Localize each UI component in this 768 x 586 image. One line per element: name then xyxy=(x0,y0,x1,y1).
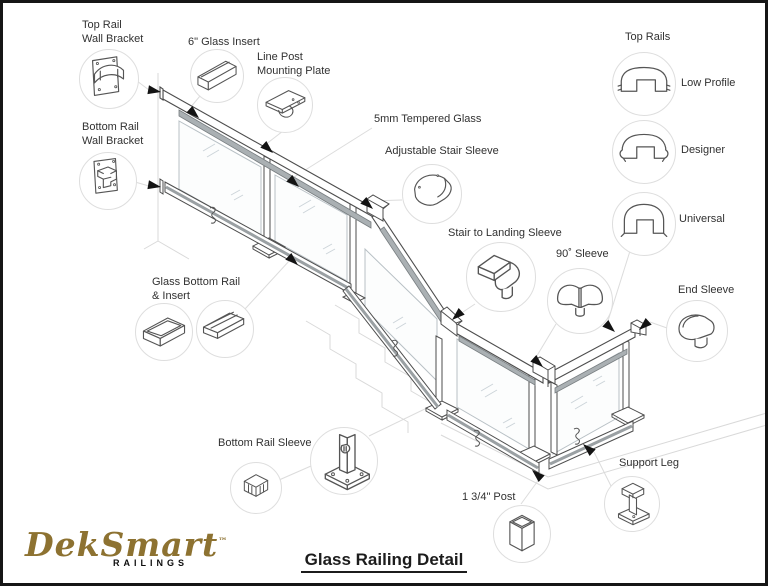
callout-circle-stair-to-landing-sleeve xyxy=(466,242,536,312)
callout-circle-adjustable-stair-sleeve xyxy=(402,164,462,224)
callout-circle-top-rail-low-profile xyxy=(612,52,676,116)
callout-circle-post-base xyxy=(310,427,378,495)
callout-circle-glass-bottom-rail-insert xyxy=(196,300,254,358)
top-rail-designer-thumbnail xyxy=(619,133,669,162)
adjustable-stair-sleeve-thumbnail xyxy=(414,174,452,206)
label-top-rail-designer: Designer xyxy=(681,144,726,156)
label-line-post-mounting-plate: Line Post Mounting Plate xyxy=(257,51,331,77)
label-top-rails-header: Top Rails xyxy=(625,31,671,43)
glass-panels xyxy=(178,120,620,455)
end-sleeve-thumbnail xyxy=(678,314,715,349)
line-post-mounting-plate-thumbnail xyxy=(265,90,306,118)
callout-arrows xyxy=(147,85,652,483)
label-1-3-4-post: 1 3/4" Post xyxy=(462,491,516,503)
1-3-4-post-thumbnail xyxy=(509,514,535,552)
top-rail-wall-bracket-thumbnail xyxy=(91,56,125,97)
callout-circle-line-post-mounting-plate xyxy=(257,77,313,133)
callout-circle-90-sleeve xyxy=(547,268,613,334)
callout-circle-1-3-4-post xyxy=(493,505,551,563)
post-base-thumbnail xyxy=(324,433,370,491)
label-bottom-rail-wall-bracket: Bottom Rail Wall Bracket xyxy=(82,121,144,147)
label-end-sleeve: End Sleeve xyxy=(678,284,735,296)
callout-circle-glass-insert xyxy=(190,49,244,103)
stair-to-landing-sleeve-thumbnail xyxy=(477,254,520,300)
bottom-rail-sleeve-thumbnail xyxy=(243,474,269,497)
label-top-rail-low-profile: Low Profile xyxy=(681,77,736,89)
page-title-text: Glass Railing Detail xyxy=(300,550,468,573)
label-glass-insert: 6" Glass Insert xyxy=(188,36,260,48)
bottom-rail-wall-bracket-thumbnail xyxy=(93,158,118,194)
label-adjustable-stair-sleeve: Adjustable Stair Sleeve xyxy=(385,145,499,157)
label-stair-to-landing-sleeve: Stair to Landing Sleeve xyxy=(448,227,562,239)
logo-tagline: RAILINGS xyxy=(113,558,189,568)
bottom-rails-drawing xyxy=(159,178,634,474)
railing-isometric-drawing xyxy=(134,73,765,505)
label-support-leg: Support Leg xyxy=(619,457,679,469)
label-top-rail-wall-bracket: Top Rail Wall Bracket xyxy=(82,19,144,45)
top-rail-universal-thumbnail xyxy=(620,203,668,238)
glass-bottom-rail-thumbnail xyxy=(142,317,186,347)
callout-circle-bottom-rail-wall-bracket xyxy=(79,152,137,210)
logo-brand-text: DekSmart™ xyxy=(25,525,228,562)
callout-circle-top-rail-designer xyxy=(612,120,676,184)
callout-circle-support-leg xyxy=(604,476,660,532)
label-tempered-glass: 5mm Tempered Glass xyxy=(374,113,482,125)
callout-circle-top-rail-wall-bracket xyxy=(79,49,139,109)
glass-sparkles xyxy=(202,143,606,429)
label-90-sleeve: 90˚ Sleeve xyxy=(556,248,609,260)
label-top-rail-universal: Universal xyxy=(679,213,725,225)
callout-circle-end-sleeve xyxy=(666,300,728,362)
screw-symbols xyxy=(209,206,580,447)
leader-lines xyxy=(134,80,668,505)
glass-insert-thumbnail xyxy=(197,60,237,91)
glass-bottom-rail-insert-thumbnail xyxy=(202,311,245,339)
label-bottom-rail-sleeve: Bottom Rail Sleeve xyxy=(218,437,312,449)
posts-drawing xyxy=(251,155,646,466)
logo-brand-name: DekSmart xyxy=(25,525,219,564)
page-title: Glass Railing Detail xyxy=(3,550,765,573)
logo-trademark: ™ xyxy=(218,537,229,547)
support-leg-thumbnail xyxy=(617,482,650,526)
90-sleeve-thumbnail xyxy=(556,284,604,317)
deksmart-logo: DekSmart™ RAILINGS xyxy=(25,525,228,569)
top-rails-drawing-main xyxy=(159,85,636,394)
callout-circle-glass-bottom-rail xyxy=(135,303,193,361)
wall-stairs-deck xyxy=(143,73,765,490)
callout-circle-bottom-rail-sleeve xyxy=(230,462,282,514)
top-rail-low-profile-thumbnail xyxy=(617,66,671,92)
label-glass-bottom-rail: Glass Bottom Rail & Insert xyxy=(152,276,241,302)
callout-circle-top-rail-universal xyxy=(612,192,676,256)
